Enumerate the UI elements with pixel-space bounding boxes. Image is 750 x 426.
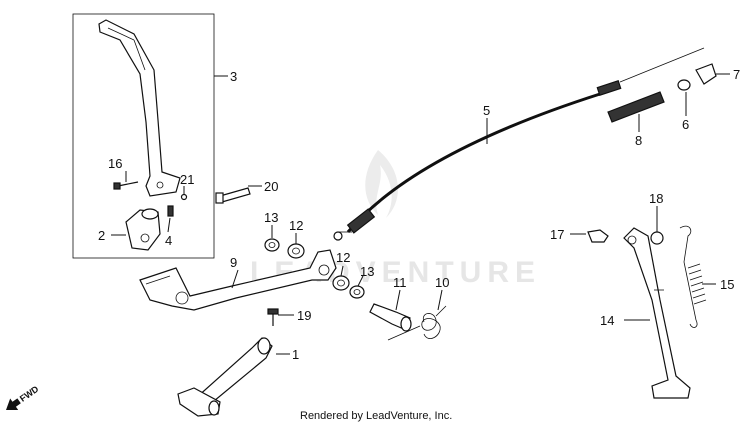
- cable-spring-8[interactable]: [607, 91, 665, 123]
- kick-starter-arm[interactable]: [98, 19, 181, 197]
- bolt-20[interactable]: [215, 187, 251, 204]
- callout-6: 6: [682, 117, 689, 132]
- gearshift-pedal[interactable]: [177, 337, 273, 417]
- pivot-shaft[interactable]: [369, 303, 412, 332]
- side-stand[interactable]: [623, 227, 691, 399]
- bolt-19[interactable]: [267, 308, 279, 326]
- callout-9: 9: [230, 255, 237, 270]
- brake-pedal[interactable]: [139, 249, 337, 311]
- adjuster-nut-7[interactable]: [695, 63, 717, 85]
- callout-1: 1: [292, 347, 299, 362]
- callout-10: 10: [435, 275, 449, 290]
- collar-18[interactable]: [650, 231, 664, 245]
- callout-11: 11: [393, 275, 407, 290]
- leader-lines: [111, 73, 730, 355]
- washer-12-lower[interactable]: [332, 275, 350, 291]
- bolt-17[interactable]: [587, 229, 609, 243]
- callout-3: 3: [230, 69, 237, 84]
- callout-13-upper: 13: [264, 210, 278, 225]
- callout-15: 15: [720, 277, 734, 292]
- callout-5: 5: [483, 103, 490, 118]
- callout-18: 18: [649, 191, 663, 206]
- brake-cable[interactable]: [333, 47, 705, 241]
- footer-credit: Rendered by LeadVenture, Inc.: [300, 410, 452, 422]
- washer-13-lower[interactable]: [349, 285, 365, 299]
- callout-13-lower: 13: [360, 264, 374, 279]
- callout-2: 2: [98, 228, 105, 243]
- pin-4[interactable]: [167, 205, 174, 217]
- side-stand-spring[interactable]: [679, 225, 707, 328]
- callout-17: 17: [550, 227, 564, 242]
- washer-12-upper[interactable]: [287, 243, 305, 259]
- washer-13-upper[interactable]: [264, 238, 280, 252]
- callout-12-lower: 12: [336, 250, 350, 265]
- steel-ball-21[interactable]: [180, 193, 188, 201]
- cable-joint-6[interactable]: [677, 79, 691, 91]
- callout-12-upper: 12: [289, 218, 303, 233]
- forward-arrow-icon: [6, 398, 21, 410]
- forward-direction-indicator: FWD: [6, 384, 41, 410]
- callout-20: 20: [264, 179, 278, 194]
- bolt-16[interactable]: [113, 181, 139, 190]
- kick-starter-group-box: [72, 13, 215, 259]
- callout-16: 16: [108, 156, 122, 171]
- callout-4: 4: [165, 233, 172, 248]
- return-spring-10[interactable]: [387, 305, 447, 341]
- callout-14: 14: [600, 313, 614, 328]
- fwd-label: FWD: [18, 384, 41, 404]
- kick-starter-joint[interactable]: [125, 208, 161, 251]
- callout-7: 7: [733, 67, 740, 82]
- callout-8: 8: [635, 133, 642, 148]
- callout-21: 21: [180, 172, 194, 187]
- callout-19: 19: [297, 308, 311, 323]
- callouts: 3 16 21 2 4 20 13 12 9 19 1 12 13 11 10 …: [98, 67, 740, 362]
